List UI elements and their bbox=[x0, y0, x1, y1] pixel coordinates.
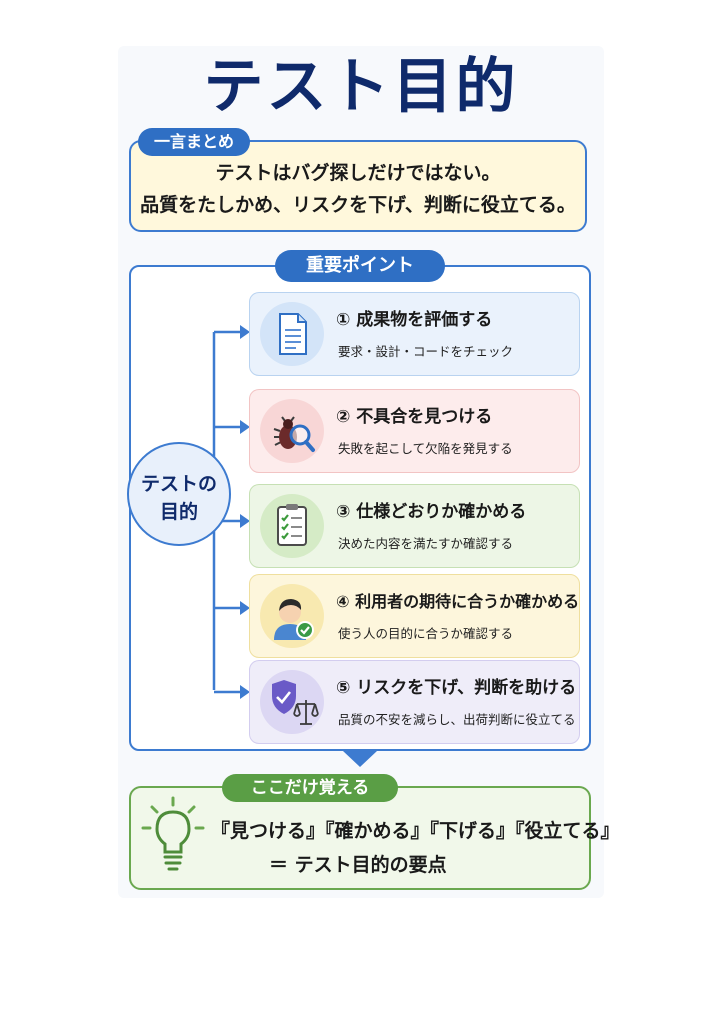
point-card-1: ① 成果物を評価する 要求・設計・コードをチェック bbox=[249, 292, 580, 376]
point-title-1: ① 成果物を評価する bbox=[336, 310, 493, 330]
user-check-icon bbox=[260, 584, 324, 648]
remember-label: ここだけ覚える bbox=[222, 774, 398, 802]
center-label-2: 目的 bbox=[159, 501, 198, 523]
remember-box bbox=[129, 786, 591, 890]
point-title-5: ⑤ リスクを下げ、判断を助ける bbox=[336, 678, 577, 698]
point-title-4: ④ 利用者の期待に合うか確かめる bbox=[336, 592, 580, 611]
point-sub-2: 失敗を起こして欠陥を発見する bbox=[338, 441, 513, 456]
checklist-icon bbox=[260, 494, 324, 558]
point-card-4: ④ 利用者の期待に合うか確かめる 使う人の目的に合うか確認する bbox=[249, 574, 580, 658]
point-sub-1: 要求・設計・コードをチェック bbox=[338, 344, 514, 359]
shield-scale-icon bbox=[260, 670, 324, 734]
point-card-2: ② 不具合を見つける 失敗を起こして欠陥を発見する bbox=[249, 389, 580, 473]
point-card-3: ③ 仕様どおりか確かめる 決めた内容を満たすか確認する bbox=[249, 484, 580, 568]
summary-line-2: 品質をたしかめ、リスクを下げ、判断に役立てる。 bbox=[140, 194, 576, 216]
point-title-3: ③ 仕様どおりか確かめる bbox=[336, 502, 527, 522]
center-label-1: テストの bbox=[140, 473, 217, 495]
point-card-5: ⑤ リスクを下げ、判断を助ける 品質の不安を減らし、出荷判断に役立てる bbox=[249, 660, 580, 744]
point-title-2: ② 不具合を見つける bbox=[336, 407, 493, 427]
point-sub-4: 使う人の目的に合うか確認する bbox=[338, 626, 514, 641]
point-sub-3: 決めた内容を満たすか確認する bbox=[338, 536, 514, 551]
points-label: 重要ポイント bbox=[275, 250, 445, 282]
down-arrow-icon bbox=[343, 751, 377, 767]
lightbulb-icon bbox=[141, 796, 205, 871]
center-circle: テストの 目的 bbox=[127, 442, 231, 546]
summary-label: 一言まとめ bbox=[138, 128, 251, 156]
summary-line-1: テストはバグ探しだけではない。 bbox=[215, 162, 501, 184]
bug-magnifier-icon bbox=[260, 399, 324, 463]
page-title: テスト目的 bbox=[203, 52, 519, 122]
remember-line-2: ＝ テスト目的の要点 bbox=[269, 854, 447, 876]
point-sub-5: 品質の不安を減らし、出荷判断に役立てる bbox=[338, 712, 576, 727]
document-icon bbox=[260, 302, 324, 366]
remember-line-1: 『見つける』『確かめる』『下げる』『役立てる』 bbox=[211, 820, 620, 842]
